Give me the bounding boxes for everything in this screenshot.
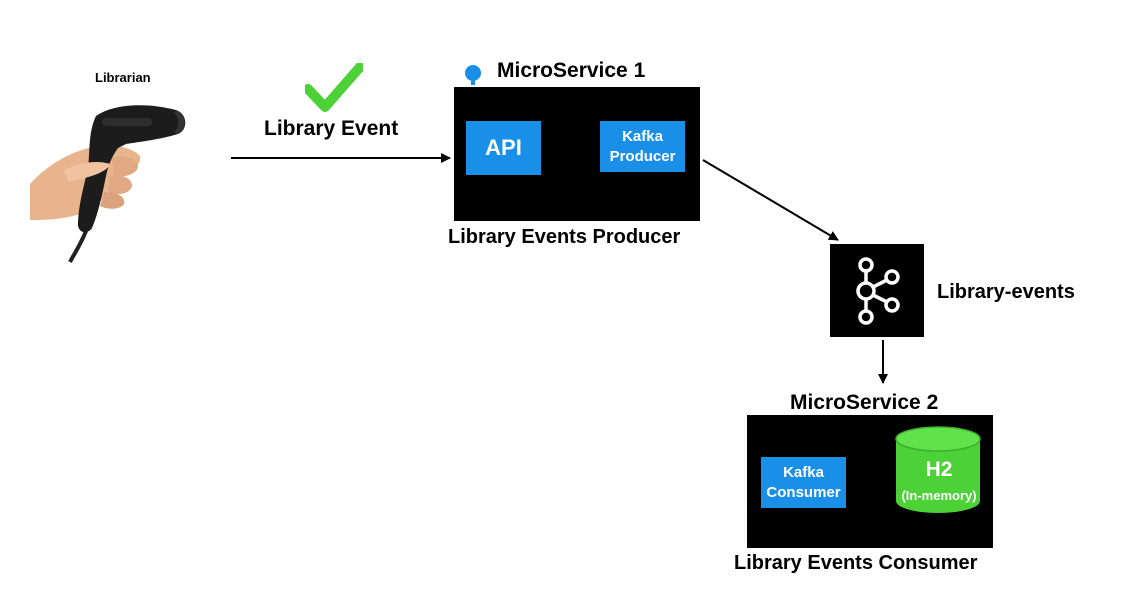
barcode-scanner-icon: [30, 105, 186, 263]
kafka-producer-label-line1: Kafka: [622, 127, 663, 145]
kafka-consumer-label-line1: Kafka: [783, 463, 824, 481]
arrow-producer-to-topic: [702, 159, 839, 241]
kafka-producer-label-line2: Producer: [609, 147, 676, 165]
checkmark-icon: [305, 63, 363, 112]
producer-caption: Library Events Producer: [448, 226, 681, 248]
kafka-consumer-box: Kafka Consumer: [761, 457, 846, 508]
microservice-2-title: MicroService 2: [790, 391, 939, 414]
library-event-label: Library Event: [264, 117, 399, 140]
kafka-consumer-label-line2: Consumer: [766, 483, 841, 501]
librarian-label: Librarian: [95, 70, 151, 85]
database-title: H2: [925, 458, 953, 481]
location-pin-icon: [465, 65, 481, 85]
kafka-logo-icon: [856, 257, 900, 325]
database-subtitle: (In-memory): [901, 488, 977, 503]
microservice-1-title: MicroService 1: [497, 59, 646, 82]
topic-label: Library-events: [937, 281, 1075, 303]
api-box: API: [466, 121, 541, 175]
kafka-producer-box: Kafka Producer: [600, 121, 685, 172]
consumer-caption: Library Events Consumer: [734, 552, 978, 574]
kafka-topic-box: [830, 244, 924, 337]
database-cylinder-icon: [895, 426, 981, 513]
